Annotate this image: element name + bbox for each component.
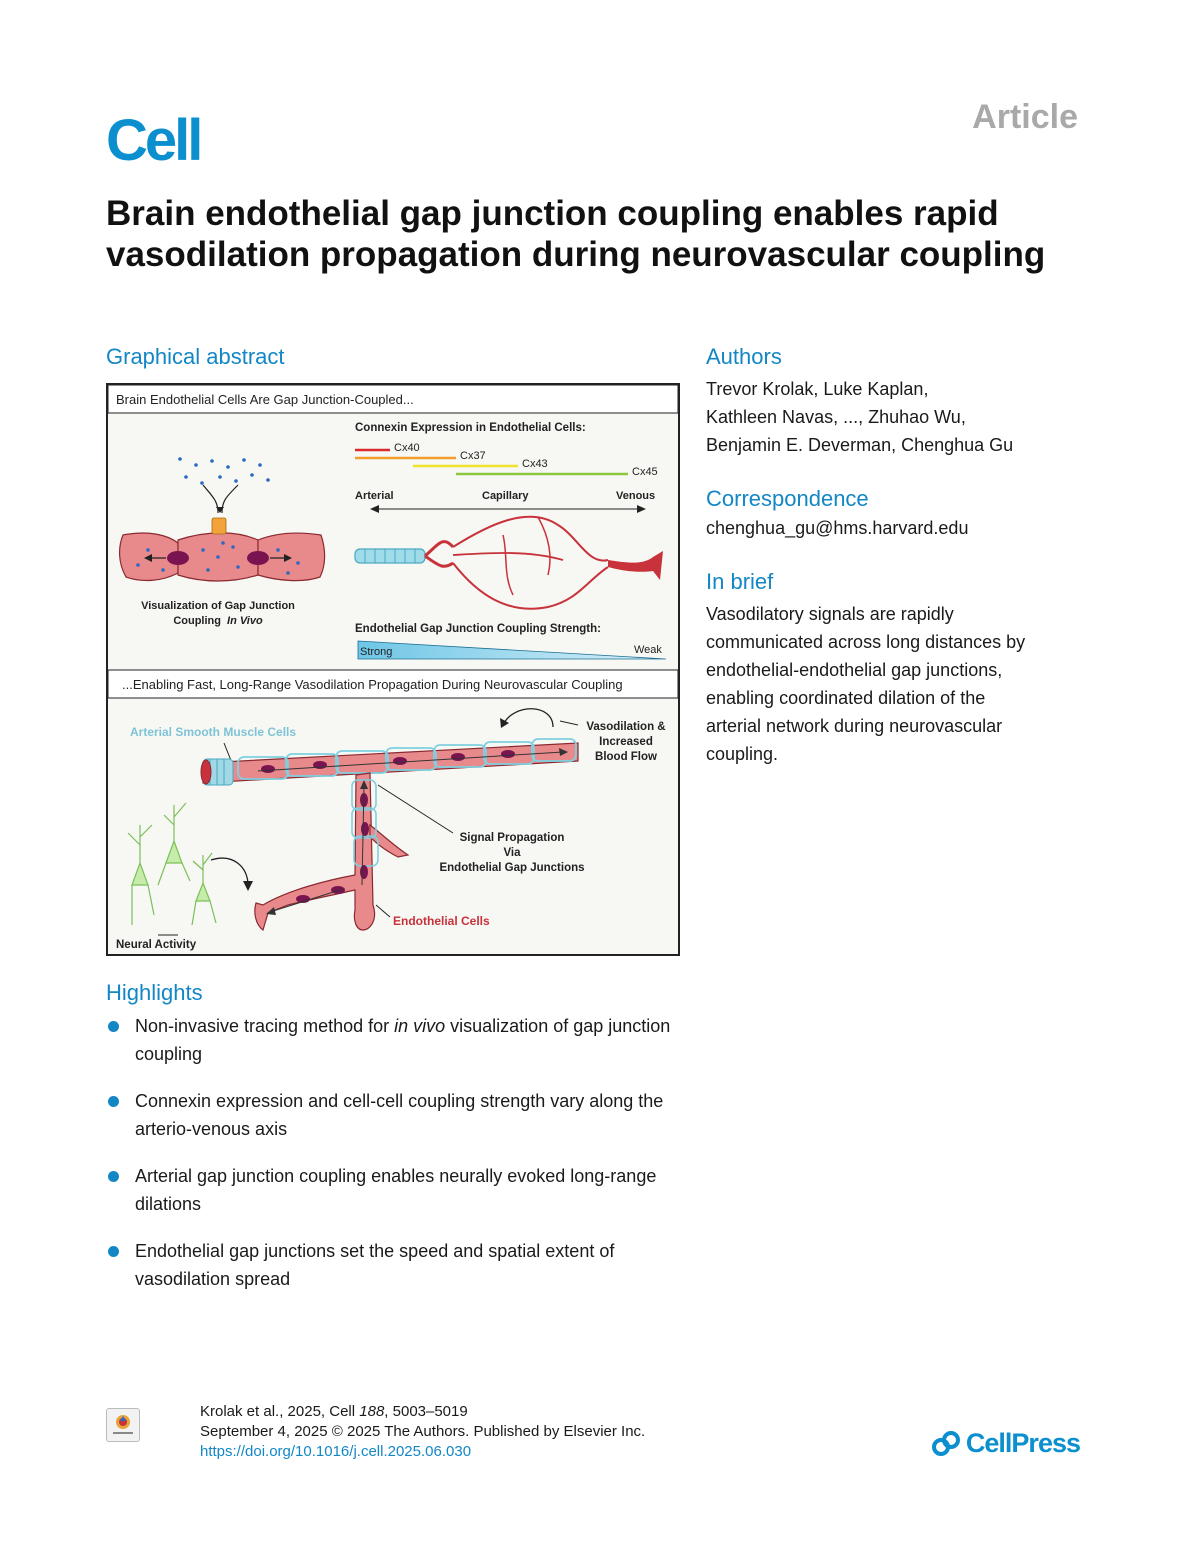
weak-label: Weak <box>634 644 662 656</box>
arterial-axis-label: Arterial <box>355 490 394 502</box>
graphical-abstract-figure: Brain Endothelial Cells Are Gap Junction… <box>106 383 680 956</box>
author-line: Kathleen Navas, ..., Zhuhao Wu, <box>706 407 966 427</box>
copyright-line: September 4, 2025 © 2025 The Authors. Pu… <box>200 1423 646 1440</box>
author-line: Benjamin E. Deverman, Chenghua Gu <box>706 435 1014 455</box>
graphical-abstract-heading: Graphical abstract <box>106 344 285 369</box>
cx40-label: Cx40 <box>394 442 420 454</box>
vasodilation-label-line2: Increased <box>599 736 653 748</box>
vasodilation-arrowhead <box>500 718 509 728</box>
strong-label: Strong <box>360 646 392 658</box>
in-brief-heading: In brief <box>706 569 774 594</box>
venous-axis-label: Venous <box>616 490 655 502</box>
neural-activity-label: Neural Activity <box>116 939 197 951</box>
axis-arrow-left <box>370 505 379 513</box>
neural-activity-arrowhead <box>243 881 253 891</box>
endothelial-cells-label: Endothelial Cells <box>393 914 490 928</box>
visualization-label-line2: Coupling In Vivo <box>173 615 263 627</box>
check-for-updates-badge[interactable] <box>106 1408 140 1442</box>
cell-journal-logo: Cell <box>106 108 203 173</box>
bottom-banner-text: ...Enabling Fast, Long-Range Vasodilatio… <box>122 677 623 692</box>
graphical-abstract-svg: Brain Endothelial Cells Are Gap Junction… <box>108 385 678 951</box>
top-banner-box <box>108 385 678 414</box>
cx37-label: Cx37 <box>460 450 486 462</box>
bullet-icon <box>108 1021 119 1032</box>
coupling-strength-title: Endothelial Gap Junction Coupling Streng… <box>355 623 601 635</box>
author-list: Trevor Krolak, Luke Kaplan, Kathleen Nav… <box>706 375 1106 459</box>
paper-title: Brain endothelial gap junction coupling … <box>106 194 1046 274</box>
tracer-arrow <box>216 507 224 513</box>
dilating-artery <box>200 738 579 786</box>
signal-label-line1: Signal Propagation <box>460 832 565 844</box>
vasodilation-label-line1: Vasodilation & <box>586 721 665 733</box>
cellpress-logo: CellPress <box>930 1428 1081 1459</box>
coupling-strength-wedge <box>357 640 667 660</box>
authors-heading: Authors <box>706 344 782 369</box>
bottom-banner-box <box>108 669 678 699</box>
capillary-axis-label: Capillary <box>482 490 529 502</box>
highlight-item: Non-invasive tracing method for in vivo … <box>106 1012 685 1068</box>
top-banner-text: Brain Endothelial Cells Are Gap Junction… <box>116 392 414 407</box>
signal-pointer <box>377 784 454 834</box>
neural-activity-arrow <box>210 857 249 886</box>
highlights-heading: Highlights <box>106 980 203 1005</box>
cx43-label: Cx43 <box>522 458 548 470</box>
tracer-dots <box>178 457 270 485</box>
highlight-item: Connexin expression and cell-cell coupli… <box>106 1087 685 1143</box>
highlight-item: Endothelial gap junctions set the speed … <box>106 1237 685 1293</box>
endothelial-pointer <box>375 904 391 918</box>
signal-label-line3: Endothelial Gap Junctions <box>439 862 584 874</box>
citation-footer: Krolak et al., 2025, Cell 188, 5003–5019… <box>200 1402 645 1462</box>
vasodilation-label-line3: Blood Flow <box>595 751 657 763</box>
bullet-icon <box>108 1171 119 1182</box>
in-brief-text: Vasodilatory signals are rapidly communi… <box>706 604 1026 764</box>
vessel-network <box>354 515 663 610</box>
check-updates-icon <box>113 1415 133 1434</box>
bullet-icon <box>108 1096 119 1107</box>
cx45-label: Cx45 <box>632 466 658 478</box>
visualization-label-line1: Visualization of Gap Junction <box>141 600 295 612</box>
highlight-item: Arterial gap junction coupling enables n… <box>106 1162 685 1218</box>
vasodilation-curved-arrow <box>502 708 554 728</box>
author-line: Trevor Krolak, Luke Kaplan, <box>706 379 929 399</box>
correspondence-email[interactable]: chenghua_gu@hms.harvard.edu <box>706 518 969 538</box>
neurons-illustration <box>127 802 217 926</box>
tracer-funnel-lines <box>202 484 239 514</box>
signal-label-line2: Via <box>503 847 521 859</box>
coupled-endothelial-cells <box>119 517 326 582</box>
correspondence-heading: Correspondence <box>706 486 869 511</box>
vasodilation-pointer <box>559 720 579 726</box>
descending-branch <box>254 772 410 931</box>
citation-line: Krolak et al., 2025, Cell 188, 5003–5019 <box>200 1403 468 1420</box>
axis-arrow-right <box>637 505 646 513</box>
highlights-list: Non-invasive tracing method for in vivo … <box>106 1012 685 1312</box>
cellpress-mark-icon <box>931 1430 960 1456</box>
article-type-label: Article <box>972 98 1078 136</box>
bullet-icon <box>108 1246 119 1257</box>
doi-link[interactable]: https://doi.org/10.1016/j.cell.2025.06.0… <box>200 1443 472 1460</box>
smooth-muscle-label: Arterial Smooth Muscle Cells <box>130 725 296 739</box>
connexin-title: Connexin Expression in Endothelial Cells… <box>355 422 586 434</box>
